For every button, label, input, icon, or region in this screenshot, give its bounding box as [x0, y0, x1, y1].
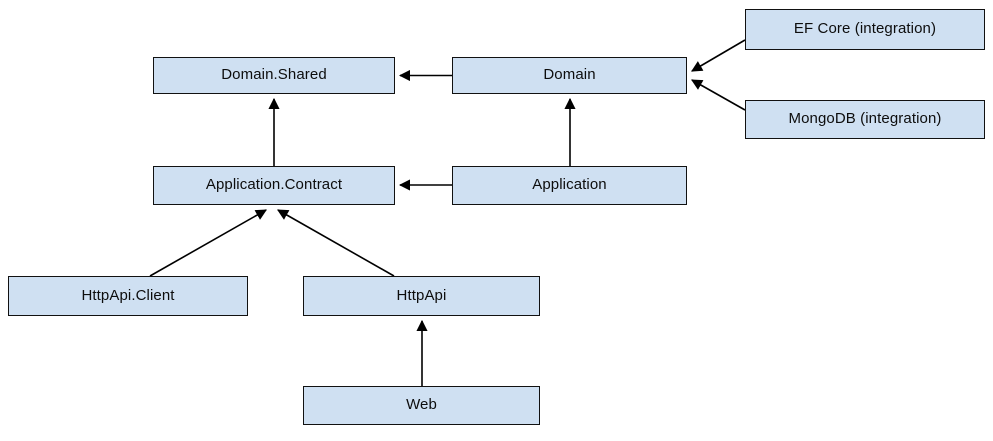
edge-mongodb-to-domain [691, 79, 746, 111]
node-label: EF Core (integration) [793, 20, 937, 38]
node-httpapi[interactable]: HttpApi [303, 276, 540, 316]
node-label: MongoDB (integration) [788, 110, 942, 128]
node-label: Application [532, 176, 607, 194]
edge-httpapi-to-application-contract [277, 209, 395, 277]
edge-ef-core-to-domain [691, 39, 746, 72]
node-label: Domain [543, 66, 596, 84]
node-httpapi-client[interactable]: HttpApi.Client [8, 276, 248, 316]
node-application-contract[interactable]: Application.Contract [153, 166, 395, 205]
edge-httpapi-client-to-application-contract [149, 209, 267, 277]
node-ef-core-integration[interactable]: EF Core (integration) [745, 9, 985, 50]
node-label: Application.Contract [205, 176, 343, 194]
node-label: Web [406, 396, 437, 414]
node-mongodb-integration[interactable]: MongoDB (integration) [745, 100, 985, 139]
node-application[interactable]: Application [452, 166, 687, 205]
node-label: HttpApi [396, 286, 447, 304]
node-domain-shared[interactable]: Domain.Shared [153, 57, 395, 94]
node-domain[interactable]: Domain [452, 57, 687, 94]
node-label: Domain.Shared [221, 66, 327, 84]
node-label: HttpApi.Client [81, 286, 175, 304]
node-web[interactable]: Web [303, 386, 540, 425]
